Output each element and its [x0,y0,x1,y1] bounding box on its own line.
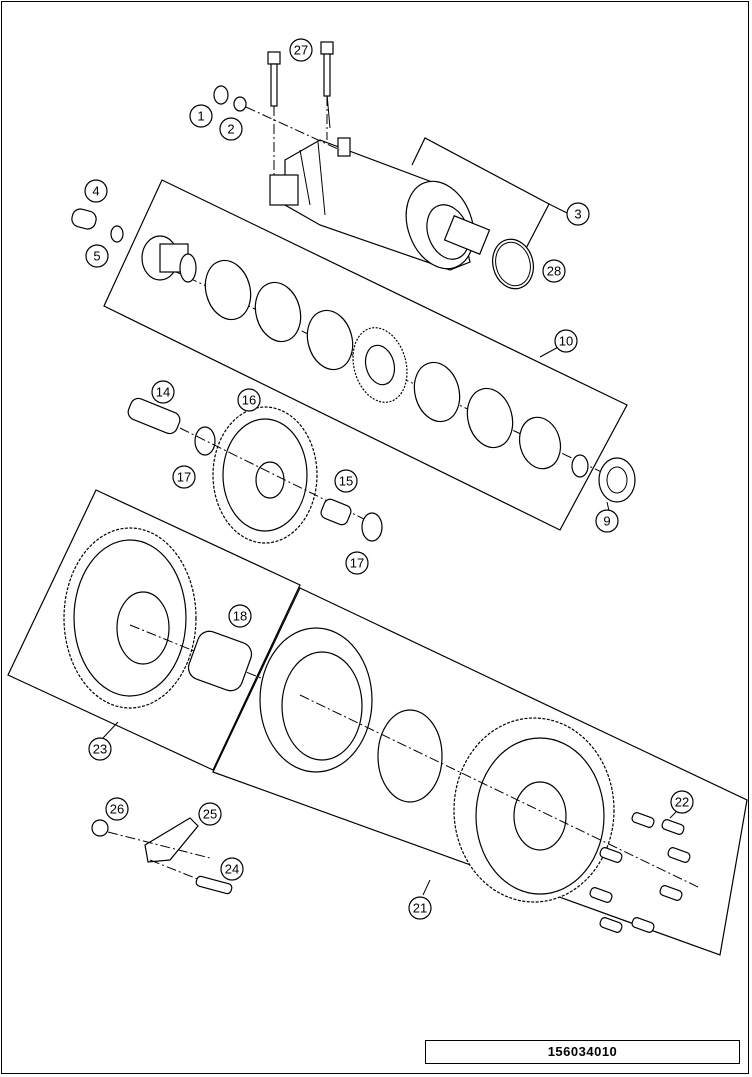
callout-14: 14 [151,380,175,404]
callout-5: 5 [85,244,109,268]
callout-24: 24 [220,857,244,881]
callout-label: 10 [559,334,573,349]
callout-23: 23 [88,737,112,761]
callout-label: 21 [413,901,427,916]
callout-18: 18 [228,604,252,628]
group-box-10 [103,179,628,531]
callout-26: 26 [105,797,129,821]
callout-label: 2 [227,122,234,137]
callout-4: 4 [84,179,108,203]
callout-21: 21 [408,896,432,920]
callout-3: 3 [566,202,590,226]
callout-9: 9 [595,509,619,533]
callout-label: 16 [242,393,256,408]
callout-label: 27 [294,43,308,58]
group-box-3 [411,137,550,259]
group-box-21 [212,587,748,956]
callout-label: 4 [92,184,99,199]
parts-24-25-26 [91,817,233,895]
callout-16: 16 [237,388,261,412]
callout-label: 5 [93,249,100,264]
callout-10: 10 [554,329,578,353]
callout-label: 15 [339,474,353,489]
callout-28: 28 [542,259,566,283]
pinion-gear [141,235,197,283]
callout-2: 2 [219,117,243,141]
callout-label: 23 [93,742,107,757]
starter-motor [269,137,491,271]
washer-set-10 [204,259,636,503]
group-box-23 [7,489,301,771]
callout-label: 22 [675,795,689,810]
callout-15: 15 [334,469,358,493]
o-ring-28 [492,238,534,290]
callout-label: 28 [547,264,561,279]
callout-label: 26 [110,802,124,817]
callout-17a: 17 [172,465,196,489]
gear-16-set [127,397,383,544]
gear-23-set [63,527,316,709]
screws-27 [267,41,334,175]
callout-label: 17 [350,556,364,571]
drawing-id-box: 156034010 [425,1040,740,1064]
callout-label: 3 [574,207,581,222]
bush-and-washer [71,208,124,243]
callout-label: 17 [177,470,191,485]
callout-label: 14 [156,385,170,400]
callout-label: 1 [197,109,204,124]
nut-and-washer [213,85,341,151]
callout-27: 27 [289,38,313,62]
flywheel-21-set [259,627,701,903]
callout-label: 9 [603,514,610,529]
callout-label: 18 [233,609,247,624]
callout-label: 25 [203,807,217,822]
callout-25: 25 [198,802,222,826]
screws-22 [589,812,691,933]
callout-22: 22 [670,790,694,814]
callout-label: 24 [225,862,239,877]
callout-1: 1 [189,104,213,128]
callout-17b: 17 [345,551,369,575]
